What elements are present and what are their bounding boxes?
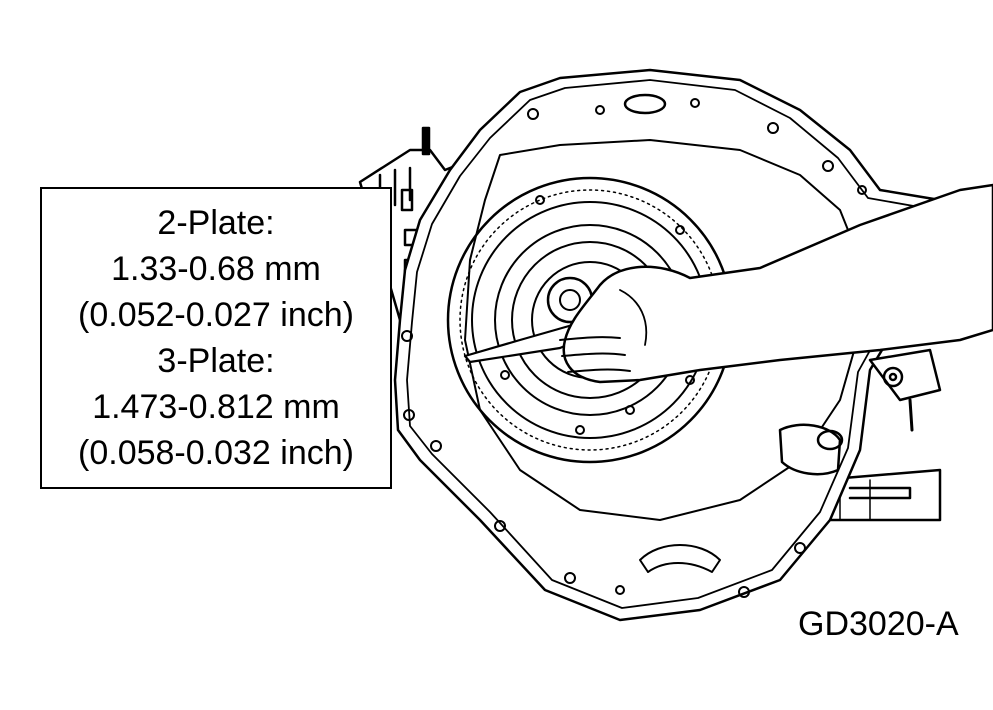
spec-2-plate-inch: (0.052-0.027 inch) <box>78 296 354 334</box>
spec-3-plate-mm: 1.473-0.812 mm <box>92 388 340 426</box>
spec-3-plate-inch: (0.058-0.032 inch) <box>78 434 354 472</box>
figure-id: GD3020-A <box>798 605 959 643</box>
top-boss <box>623 93 667 115</box>
spec-2-plate-mm: 1.33-0.68 mm <box>111 250 321 288</box>
bottom-boss <box>639 544 721 573</box>
clearance-spec-box: 2-Plate: 1.33-0.68 mm (0.052-0.027 inch)… <box>40 187 392 489</box>
flange-bolt-holes <box>401 98 867 598</box>
side-bracket <box>868 348 942 432</box>
lower-boss <box>778 423 844 476</box>
spec-3-plate-heading: 3-Plate: <box>157 342 275 380</box>
spec-2-plate-heading: 2-Plate: <box>157 204 275 242</box>
feeler-gauge-and-hand <box>463 183 993 384</box>
